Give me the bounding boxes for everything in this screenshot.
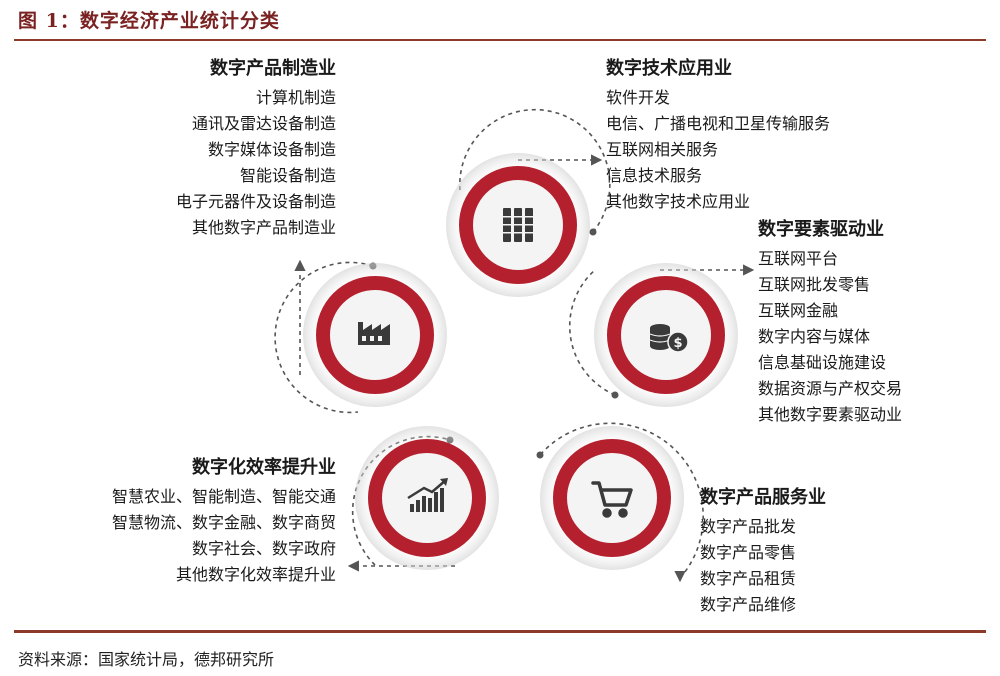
list-item: 互联网批发零售 xyxy=(758,275,871,294)
list-item: 数字媒体设备制造 xyxy=(207,140,336,159)
list-item: 数字产品零售 xyxy=(700,543,797,562)
list-item: 通讯及雷达设备制造 xyxy=(191,114,336,133)
list-item: 互联网相关服务 xyxy=(606,140,719,159)
list-item: 信息基础设施建设 xyxy=(758,353,887,372)
list-item: 其他数字要素驱动业 xyxy=(758,405,903,424)
factory-icon xyxy=(358,322,390,345)
list-item: 数字产品维修 xyxy=(700,595,797,614)
list-item: 互联网平台 xyxy=(758,249,839,268)
list-item: 数据资源与产权交易 xyxy=(758,379,903,398)
list-item: 计算机制造 xyxy=(255,88,336,107)
connector-arc-manufacturing xyxy=(274,261,374,414)
list-item: 智能设备制造 xyxy=(239,166,336,185)
list-item: 数字产品租赁 xyxy=(700,569,797,588)
source-note: 资料来源：国家统计局，德邦研究所 xyxy=(18,650,275,669)
list-item: 数字社会、数字政府 xyxy=(191,539,336,558)
bottom-divider xyxy=(14,630,986,633)
growth-chart-icon xyxy=(407,478,448,512)
server-icon xyxy=(503,208,533,242)
list-item: 电信、广播电视和卫星传输服务 xyxy=(606,114,831,133)
heading-product-services: 数字产品服务业 xyxy=(700,487,826,508)
cart-icon xyxy=(591,481,633,518)
list-item: 数字产品批发 xyxy=(700,517,797,536)
connector-arc-services xyxy=(539,422,704,579)
heading-efficiency: 数字化效率提升业 xyxy=(192,457,336,478)
list-item: 其他数字化效率提升业 xyxy=(175,565,336,584)
figure-title: 图 1：数字经济产业统计分类 xyxy=(18,10,280,32)
coins-icon: $ xyxy=(649,324,689,353)
list-item: 数字内容与媒体 xyxy=(758,327,871,346)
connector-arc-data xyxy=(568,269,616,396)
list-item: 智慧农业、智能制造、智能交通 xyxy=(111,487,336,506)
list-item: 电子元器件及设备制造 xyxy=(175,192,336,211)
group-manufacturing: 数字产品制造业 计算机制造 通讯及雷达设备制造 数字媒体设备制造 智能设备制造 … xyxy=(176,55,336,241)
heading-manufacturing: 数字产品制造业 xyxy=(210,58,336,79)
connector-arc-tech xyxy=(459,108,611,233)
svg-text:$: $ xyxy=(673,336,682,351)
list-item: 其他数字产品制造业 xyxy=(191,218,336,237)
group-efficiency: 数字化效率提升业 智慧农业、智能制造、智能交通 智慧物流、数字金融、数字商贸 数… xyxy=(112,454,336,588)
list-item: 其他数字技术应用业 xyxy=(606,192,751,211)
list-item: 智慧物流、数字金融、数字商贸 xyxy=(111,513,336,532)
list-item: 互联网金融 xyxy=(758,301,839,320)
heading-tech-application: 数字技术应用业 xyxy=(606,58,732,79)
circle-tech xyxy=(446,153,590,297)
group-tech-application: 数字技术应用业 软件开发 电信、广播电视和卫星传输服务 互联网相关服务 信息技术… xyxy=(606,55,830,215)
list-item: 软件开发 xyxy=(606,88,671,107)
circle-services xyxy=(540,426,684,570)
top-divider xyxy=(14,39,986,41)
circle-efficiency xyxy=(355,426,499,570)
group-product-services: 数字产品服务业 数字产品批发 数字产品零售 数字产品租赁 数字产品维修 xyxy=(700,484,826,618)
heading-data-driven: 数字要素驱动业 xyxy=(758,219,884,240)
list-item: 信息技术服务 xyxy=(606,166,703,185)
group-data-driven: 数字要素驱动业 互联网平台 互联网批发零售 互联网金融 数字内容与媒体 信息基础… xyxy=(758,216,902,428)
